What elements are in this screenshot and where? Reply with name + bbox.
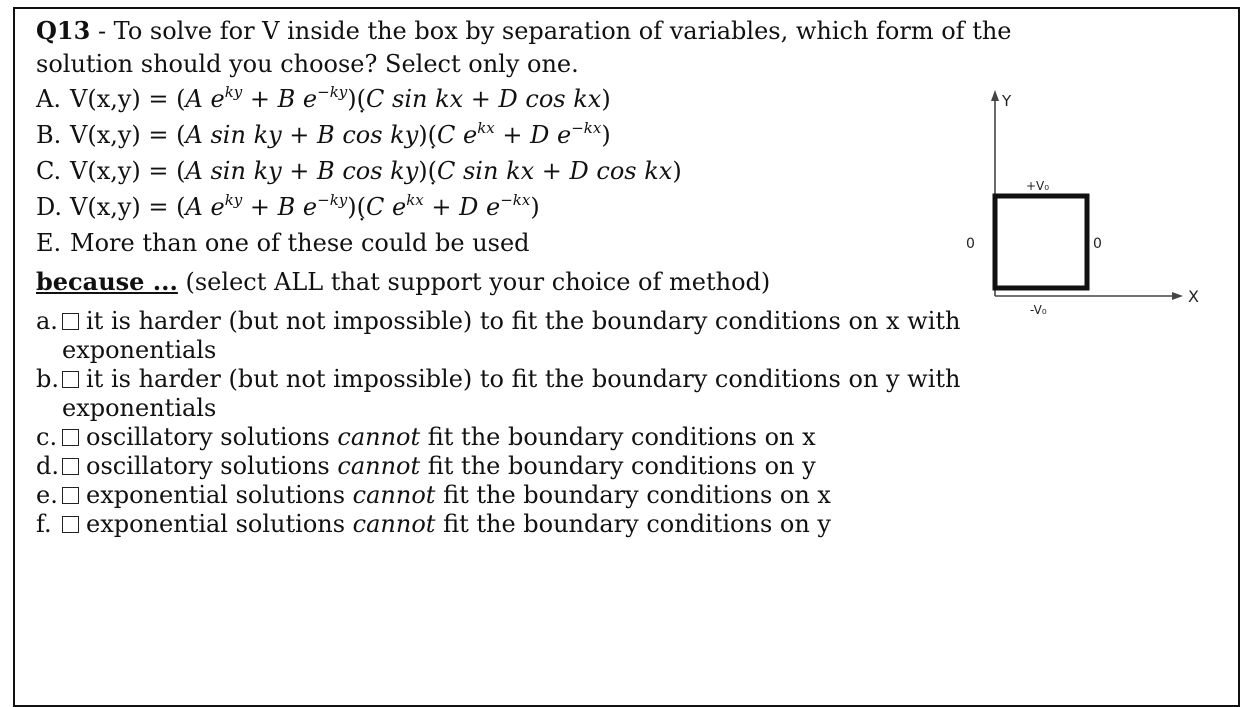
reason-e: e. exponential solutions cannot fit the b… (36, 481, 1216, 510)
option-lhs: V(x,y) = (70, 157, 177, 185)
reason-letter: b. (36, 365, 59, 393)
option-letter: C. (36, 157, 62, 185)
reason-letter: e. (36, 481, 58, 509)
reason-letter: d. (36, 452, 59, 480)
reason-emphasis: cannot (352, 510, 436, 538)
reason-text: oscillatory solutions (86, 423, 338, 451)
option-b[interactable]: B. V(x,y) = (A sin ky + B cos ky)(C ekx +… (36, 117, 1216, 166)
option-d-formula: (A eky + B e−ky)(C ekx + D e−kx) (176, 191, 540, 238)
left-boundary-label: 0 (966, 236, 975, 252)
reason-d-checkbox[interactable] (62, 458, 79, 475)
reason-text: exponential solutions (86, 481, 353, 509)
option-a[interactable]: A. V(x,y) = (A eky + B e−ky)(C sin kx + D… (36, 81, 1216, 130)
question-line-1: Q13 - To solve for V inside the box by s… (36, 14, 1216, 48)
option-c[interactable]: C. V(x,y) = (A sin ky + B cos ky)(C sin k… (36, 153, 1216, 201)
reason-letter: f. (36, 510, 52, 538)
x-axis-label: X (1188, 287, 1199, 306)
reason-text-end: fit the boundary conditions on x (420, 423, 816, 451)
reason-d: d. oscillatory solutions cannot fit the b… (36, 452, 1216, 481)
reason-text-end: fit the boundary conditions on y (435, 510, 831, 538)
potential-box (992, 193, 1090, 291)
question-label: Q13 (36, 16, 91, 45)
option-e[interactable]: E. More than one of these could be used (36, 225, 1216, 261)
because-line: because ... (select ALL that support you… (36, 265, 1216, 299)
because-text: (select ALL that support your choice of … (177, 268, 771, 296)
reason-f: f. exponential solutions cannot fit the b… (36, 510, 1216, 539)
reason-b-checkbox[interactable] (62, 371, 79, 388)
reason-c: c. oscillatory solutions cannot fit the b… (36, 423, 1216, 452)
reason-emphasis: cannot (352, 481, 436, 509)
option-letter: E. (36, 229, 62, 257)
bottom-boundary-label: -V₀ (1030, 303, 1047, 316)
y-axis-arrow-icon (991, 90, 999, 101)
reason-f-checkbox[interactable] (62, 516, 79, 533)
reason-text-end: fit the boundary conditions on y (420, 452, 816, 480)
reason-text: it is harder (but not impossible) to fit… (86, 307, 961, 335)
option-c-formula: (A sin ky + B cos ky)(C sin kx + D cos k… (176, 157, 682, 201)
option-lhs: V(x,y) = (70, 121, 177, 149)
reason-text: it is harder (but not impossible) to fit… (86, 365, 961, 393)
question-content: Q13 - To solve for V inside the box by s… (36, 14, 1216, 539)
reason-text: exponential solutions (86, 510, 353, 538)
top-boundary-label: +V₀ (1026, 179, 1049, 193)
right-boundary-label: 0 (1093, 236, 1102, 252)
reason-emphasis: cannot (337, 423, 421, 451)
option-b-formula: (A sin ky + B cos ky)(C ekx + D e−kx) (176, 119, 611, 166)
option-e-text: More than one of these could be used (70, 229, 530, 257)
option-a-formula: (A eky + B e−ky)(C sin kx + D cos kx) (176, 83, 611, 130)
option-letter: D. (36, 193, 63, 221)
option-letter: B. (36, 121, 62, 149)
reason-a-checkbox[interactable] (62, 313, 79, 330)
reason-letter: a. (36, 307, 58, 335)
reason-emphasis: cannot (337, 452, 421, 480)
reason-a: a. it is harder (but not impossible) to f… (36, 307, 1216, 336)
option-letter: A. (36, 85, 61, 113)
question-text-1: - To solve for V inside the box by separ… (90, 17, 1012, 45)
reason-text-end: fit the boundary conditions on x (435, 481, 831, 509)
reason-text: oscillatory solutions (86, 452, 338, 480)
x-axis-arrow-icon (1172, 292, 1183, 300)
reason-a-continuation: exponentials (62, 336, 217, 364)
question-line-2: solution should you choose? Select only … (36, 50, 579, 78)
reason-letter: c. (36, 423, 58, 451)
box-diagram: Y X +V₀ -V₀ 0 0 (966, 90, 1199, 316)
option-lhs: V(x,y) = (70, 85, 177, 113)
reason-b: b. it is harder (but not impossible) to f… (36, 365, 1216, 394)
reason-e-checkbox[interactable] (62, 487, 79, 504)
reason-c-checkbox[interactable] (62, 429, 79, 446)
because-label: because ... (36, 267, 178, 296)
option-lhs: V(x,y) = (70, 193, 177, 221)
option-d[interactable]: D.V(x,y) = (A eky + B e−ky)(C ekx + D e−… (36, 189, 1216, 238)
y-axis-label: Y (1001, 92, 1012, 110)
reason-b-continuation: exponentials (62, 394, 217, 422)
